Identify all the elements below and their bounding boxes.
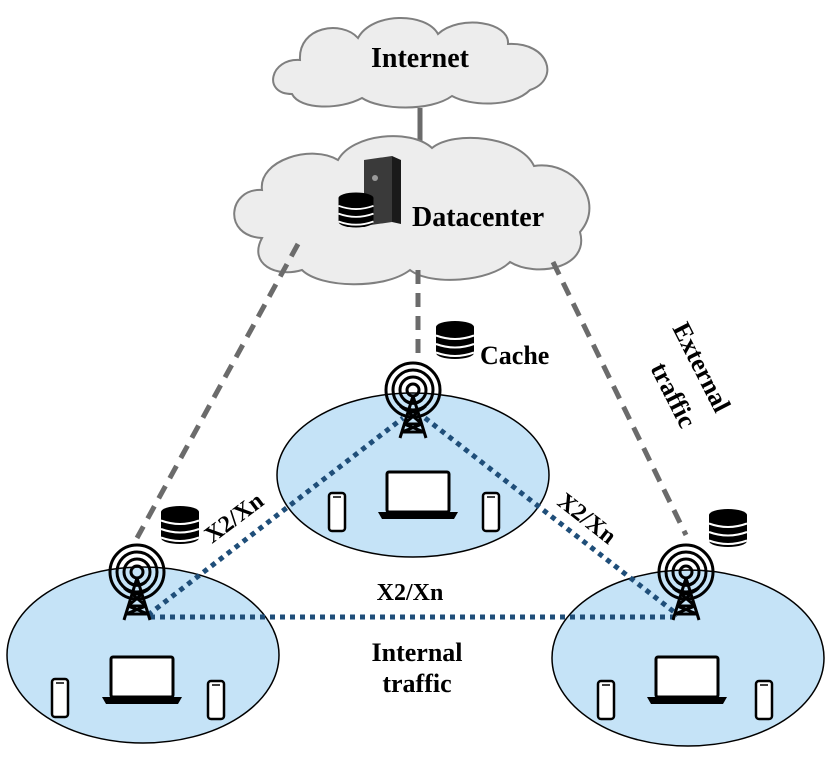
x2-link-left — [146, 416, 405, 617]
cache-database-icon-right — [708, 508, 748, 548]
datacenter-label: Datacenter — [412, 202, 544, 233]
internal-traffic-label-line1: Internal — [372, 638, 463, 667]
laptop-icon-right — [645, 655, 729, 706]
backhaul-links — [134, 242, 689, 540]
datacenter-cloud — [233, 135, 591, 286]
internet-label: Internet — [371, 43, 470, 74]
smartphone-icon-left-left — [50, 677, 70, 719]
smartphone-icon-right-right — [754, 679, 774, 721]
internal-traffic-label-line2: traffic — [382, 669, 451, 698]
laptop-icon-center — [376, 470, 460, 521]
cache-label: Cache — [480, 341, 549, 370]
smartphone-icon-center-left — [327, 491, 347, 533]
x2-link-right — [423, 416, 680, 617]
backhaul-left — [134, 242, 301, 540]
backhaul-right — [550, 260, 689, 537]
x2-label-left: X2/Xn — [200, 488, 269, 549]
x2-label-bottom: X2/Xn — [377, 580, 444, 606]
laptop-icon-left — [100, 655, 184, 706]
datacenter-database-icon — [337, 191, 375, 229]
smartphone-icon-right-left — [596, 679, 616, 721]
internet-cloud — [272, 17, 549, 109]
x2-label-right: X2/Xn — [552, 488, 621, 550]
cache-database-icon-left — [160, 505, 200, 545]
smartphone-icon-center-right — [481, 491, 501, 533]
x2-links — [146, 416, 680, 620]
smartphone-icon-left-right — [206, 679, 226, 721]
cache-database-icon-center — [435, 320, 475, 360]
